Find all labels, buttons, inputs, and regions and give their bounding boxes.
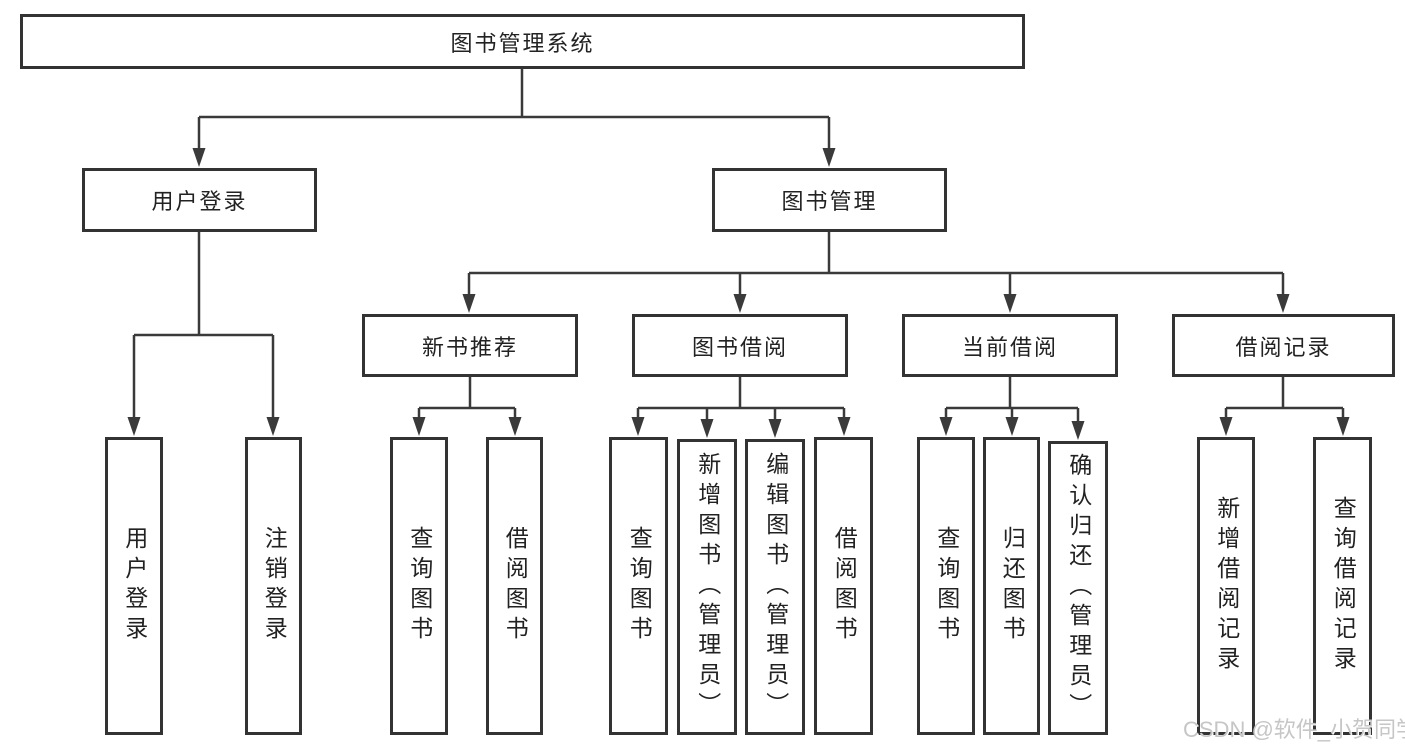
leaf-br-add-record-label: 新增借阅记录 (1213, 496, 1240, 676)
leaf-user-login-label: 用户登录 (121, 526, 148, 646)
leaf-bb-borrow-books: 借阅图书 (814, 437, 873, 735)
leaf-bb-query-books: 查询图书 (609, 437, 668, 735)
node-book-management-label: 图书管理 (781, 189, 878, 214)
node-book-borrowing: 图书借阅 (632, 314, 848, 377)
node-user-login: 用户登录 (82, 168, 317, 232)
leaf-bb-add-books-admin: 新增图书（管理员） (677, 439, 737, 735)
node-current-borrowing-label: 当前借阅 (961, 334, 1058, 360)
node-library-system: 图书管理系统 (20, 14, 1025, 69)
node-user-login-label: 用户登录 (151, 189, 248, 214)
leaf-nbr-borrow-books-label: 借阅图书 (502, 526, 529, 646)
node-borrow-records: 借阅记录 (1172, 314, 1395, 377)
node-new-book-recommend-label: 新书推荐 (421, 334, 518, 360)
leaf-br-query-record: 查询借阅记录 (1313, 437, 1372, 735)
node-book-management: 图书管理 (712, 168, 947, 232)
leaf-bb-borrow-books-label: 借阅图书 (831, 526, 858, 646)
leaf-cb-query-books-label: 查询图书 (933, 526, 960, 646)
leaf-logout: 注销登录 (245, 437, 302, 735)
leaf-cb-return-books: 归还图书 (983, 437, 1040, 735)
node-new-book-recommend: 新书推荐 (362, 314, 578, 377)
leaf-bb-edit-books-admin-label: 编辑图书（管理员） (762, 452, 789, 722)
leaf-cb-query-books: 查询图书 (917, 437, 975, 735)
leaf-bb-add-books-admin-label: 新增图书（管理员） (694, 452, 721, 722)
leaf-user-login: 用户登录 (105, 437, 163, 735)
leaf-logout-label: 注销登录 (261, 526, 288, 646)
leaf-nbr-borrow-books: 借阅图书 (486, 437, 543, 735)
leaf-bb-edit-books-admin: 编辑图书（管理员） (745, 439, 805, 735)
node-current-borrowing: 当前借阅 (902, 314, 1118, 377)
leaf-br-add-record: 新增借阅记录 (1197, 437, 1255, 735)
leaf-bb-query-books-label: 查询图书 (626, 526, 653, 646)
node-library-system-label: 图书管理系统 (450, 30, 595, 56)
node-borrow-records-label: 借阅记录 (1235, 334, 1332, 360)
leaf-nbr-query-books: 查询图书 (390, 437, 448, 735)
leaf-cb-return-books-label: 归还图书 (999, 526, 1026, 646)
leaf-nbr-query-books-label: 查询图书 (406, 526, 433, 646)
leaf-br-query-record-label: 查询借阅记录 (1330, 496, 1357, 676)
node-book-borrowing-label: 图书借阅 (691, 334, 788, 360)
leaf-cb-confirm-return-admin: 确认归还（管理员） (1048, 441, 1108, 735)
leaf-cb-confirm-return-admin-label: 确认归还（管理员） (1065, 453, 1092, 723)
